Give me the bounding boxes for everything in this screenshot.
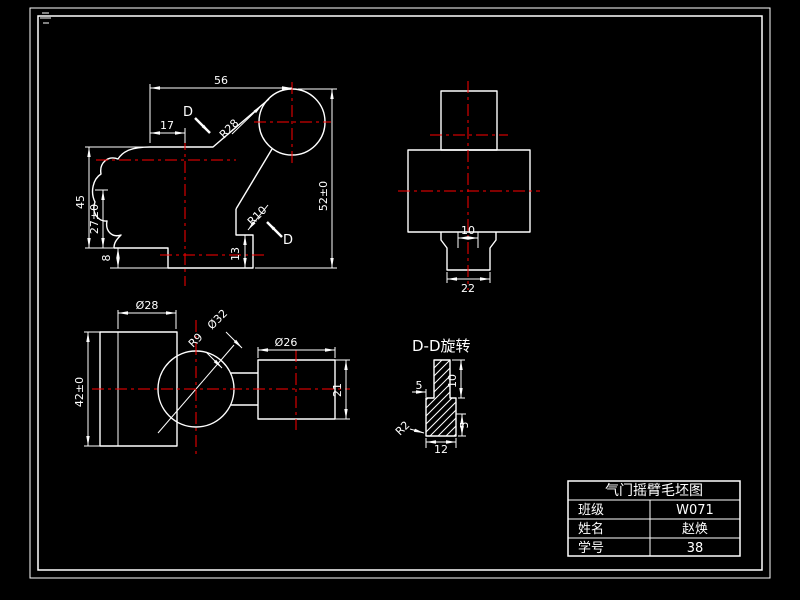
dim-label-sec-r2: R2 xyxy=(393,419,413,439)
dim-label-27: 27±0 xyxy=(88,204,101,234)
title-block-row-lines xyxy=(568,499,740,539)
part-outline-top-block xyxy=(440,90,498,151)
plan-view: Ø28 R9 Ø32 Ø26 42±0 21 xyxy=(73,299,350,458)
dim-label-sec-5: 5 xyxy=(416,379,423,392)
dim-label-10: 10 xyxy=(461,224,475,237)
side-view: 10 22 xyxy=(398,81,540,295)
dim-label-42: 42±0 xyxy=(73,377,86,407)
title-block-row-label: 姓名 xyxy=(578,521,604,537)
front-view: 56 17 R28 45 27±0 8 52±0 R10 13 D D xyxy=(74,74,337,286)
ext-line xyxy=(425,389,435,397)
part-outline-arm-lower xyxy=(235,148,273,210)
section-view: D-D旋转 10 5 R2 12 5 xyxy=(393,337,471,456)
title-block-title: 气门摇臂毛坯图 xyxy=(605,483,703,499)
dim-label-8: 8 xyxy=(100,255,113,262)
section-outline xyxy=(425,359,457,437)
part-outline-top-arm xyxy=(150,98,270,148)
leader-line xyxy=(225,331,243,349)
dim-label-21: 21 xyxy=(331,383,344,397)
title-block: 气门摇臂毛坯图 班级 W071 姓名 赵焕 学号 38 xyxy=(567,480,741,557)
part-outline-foot xyxy=(114,209,254,269)
inner-border xyxy=(37,15,763,571)
dim-label-45: 45 xyxy=(74,195,87,209)
title-block-row-label: 班级 xyxy=(578,503,604,518)
dim-label-sec-12: 12 xyxy=(434,443,448,456)
feature-line xyxy=(457,232,479,248)
dim-label-o32: Ø32 xyxy=(205,307,230,332)
dim-label-56: 56 xyxy=(214,74,228,87)
leader-line xyxy=(231,104,263,135)
dim-label-13: 13 xyxy=(229,247,242,261)
title-block-row-label: 学号 xyxy=(578,540,604,556)
part-outline-neck xyxy=(231,372,258,406)
leader-line xyxy=(409,428,425,434)
part-outline-hub-profile xyxy=(91,146,151,249)
title-block-row-value: 赵焕 xyxy=(682,522,708,537)
dim-label-sec-10: 10 xyxy=(446,374,459,388)
outer-border xyxy=(29,7,771,579)
section-arrow-top xyxy=(194,117,211,134)
section-label-d-bottom: D xyxy=(283,233,293,248)
hatch-lines xyxy=(426,360,456,436)
dim-label-o26: Ø26 xyxy=(275,336,298,349)
title-block-row-value: W071 xyxy=(676,503,714,518)
dim-label-17: 17 xyxy=(160,119,174,132)
dim-label-52: 52±0 xyxy=(317,181,330,211)
leader-line xyxy=(247,204,269,231)
section-label-d-top: D xyxy=(183,105,193,120)
section-arrow-bottom xyxy=(266,221,283,238)
dim-label-sec-5b: 5 xyxy=(458,422,471,429)
dim-label-r9: R9 xyxy=(186,331,206,351)
dim-label-o28: Ø28 xyxy=(136,299,159,312)
ext-line xyxy=(85,146,148,249)
sheet-frame xyxy=(29,7,771,579)
corner-stamp xyxy=(40,12,51,24)
section-view-title: D-D旋转 xyxy=(412,337,471,355)
dim-label-r28: R28 xyxy=(217,117,241,141)
title-block-row-value: 38 xyxy=(687,541,704,556)
leader-line xyxy=(205,351,223,369)
dim-label-22: 22 xyxy=(461,282,475,295)
